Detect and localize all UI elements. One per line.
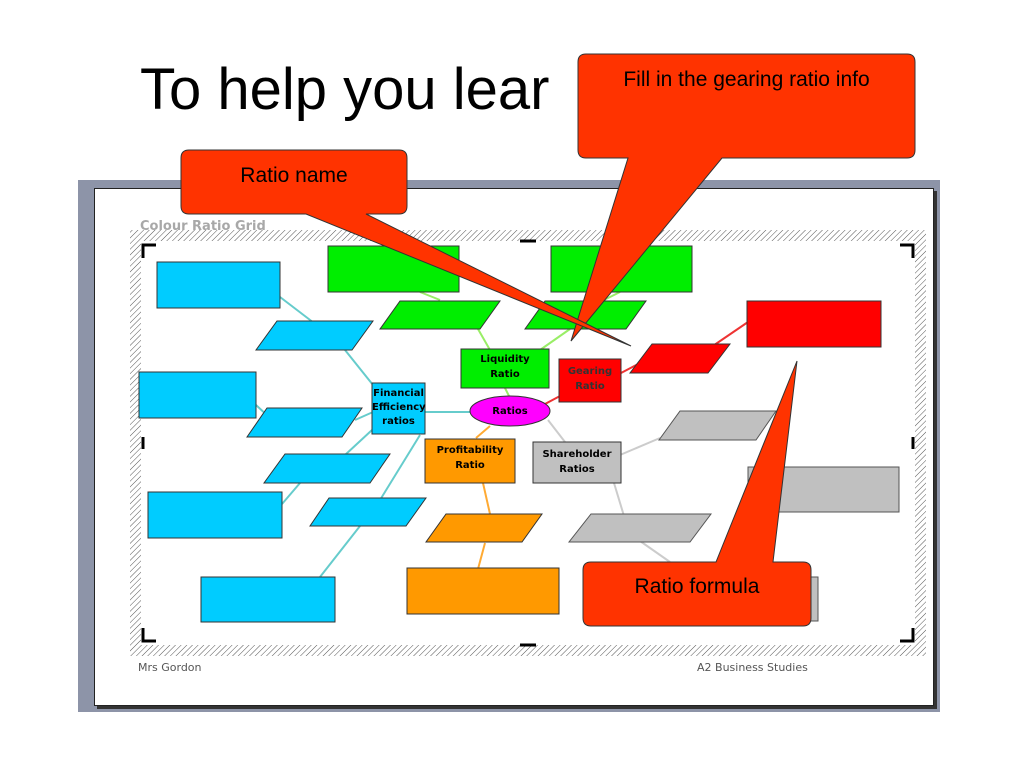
ratio-formula-callout-shape xyxy=(582,360,812,627)
orange-box xyxy=(406,567,560,615)
green-parallelogram xyxy=(379,300,501,330)
ratios-label: Ratios xyxy=(492,406,528,417)
ratio-name-callout-shape xyxy=(180,149,632,347)
ratio-formula-callout: Ratio formula xyxy=(634,575,760,598)
red-box xyxy=(746,300,882,348)
orange-shapes xyxy=(406,513,560,615)
blue-parallelogram xyxy=(246,407,363,438)
gearing-box xyxy=(558,358,622,403)
blue-parallelogram xyxy=(255,320,374,351)
gearing-info-callout: Fill in the gearing ratio info xyxy=(623,68,870,91)
grid-title: Colour Ratio Grid xyxy=(140,219,266,234)
blue-box xyxy=(138,371,257,419)
blue-box xyxy=(200,576,336,623)
slide-title: To help you lear xyxy=(140,57,550,122)
liquidity-box xyxy=(460,348,550,389)
blue-box xyxy=(147,491,283,539)
callouts xyxy=(180,53,916,627)
financial-efficiency-box xyxy=(371,382,426,435)
gearing-info-callout-shape xyxy=(570,53,916,342)
blue-box xyxy=(156,261,281,309)
crop-marks xyxy=(141,239,915,647)
ratios-ellipse xyxy=(469,395,551,427)
blue-shapes xyxy=(138,261,427,623)
red-parallelogram xyxy=(628,343,732,374)
grey-parallelogram xyxy=(567,513,712,543)
profitability-box xyxy=(424,438,516,484)
grey-parallelogram xyxy=(658,410,777,441)
ratio-name-callout: Ratio name xyxy=(240,164,348,187)
red-shapes xyxy=(628,300,882,374)
shareholder-box xyxy=(532,441,622,484)
blue-parallelogram xyxy=(309,497,427,527)
footer-left: Mrs Gordon xyxy=(138,661,202,674)
orange-parallelogram xyxy=(425,513,543,543)
blue-parallelogram xyxy=(263,453,391,484)
footer-right: A2 Business Studies xyxy=(697,661,808,674)
